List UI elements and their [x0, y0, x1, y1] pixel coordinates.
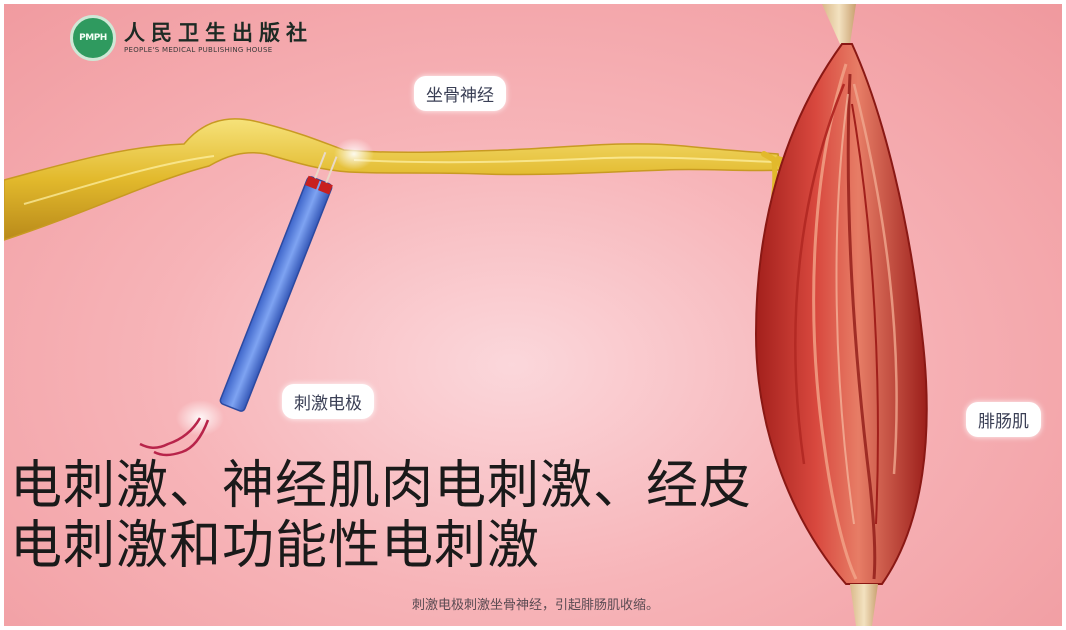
- video-subtitle: 刺激电极刺激坐骨神经，引起腓肠肌收缩。: [412, 594, 659, 613]
- gastrocnemius-muscle: [756, 4, 927, 626]
- caption-title: 电刺激、神经肌肉电刺激、经皮 电刺激和功能性电刺激: [10, 456, 752, 576]
- label-gastrocnemius: 腓肠肌: [966, 402, 1041, 437]
- caption-line-2: 电刺激和功能性电刺激: [10, 516, 752, 576]
- publisher-logo: PMPH 人民卫生出版社 PEOPLE'S MEDICAL PUBLISHING…: [70, 16, 313, 60]
- publisher-name-en: PEOPLE'S MEDICAL PUBLISHING HOUSE: [124, 45, 313, 55]
- label-sciatic-nerve: 坐骨神经: [414, 76, 506, 111]
- pmph-logo-icon: PMPH: [70, 15, 116, 61]
- label-stimulating-electrode: 刺激电极: [282, 384, 374, 419]
- sciatic-nerve: [4, 119, 826, 240]
- publisher-name-cn: 人民卫生出版社: [124, 21, 313, 45]
- caption-line-1: 电刺激、神经肌肉电刺激、经皮: [10, 456, 752, 516]
